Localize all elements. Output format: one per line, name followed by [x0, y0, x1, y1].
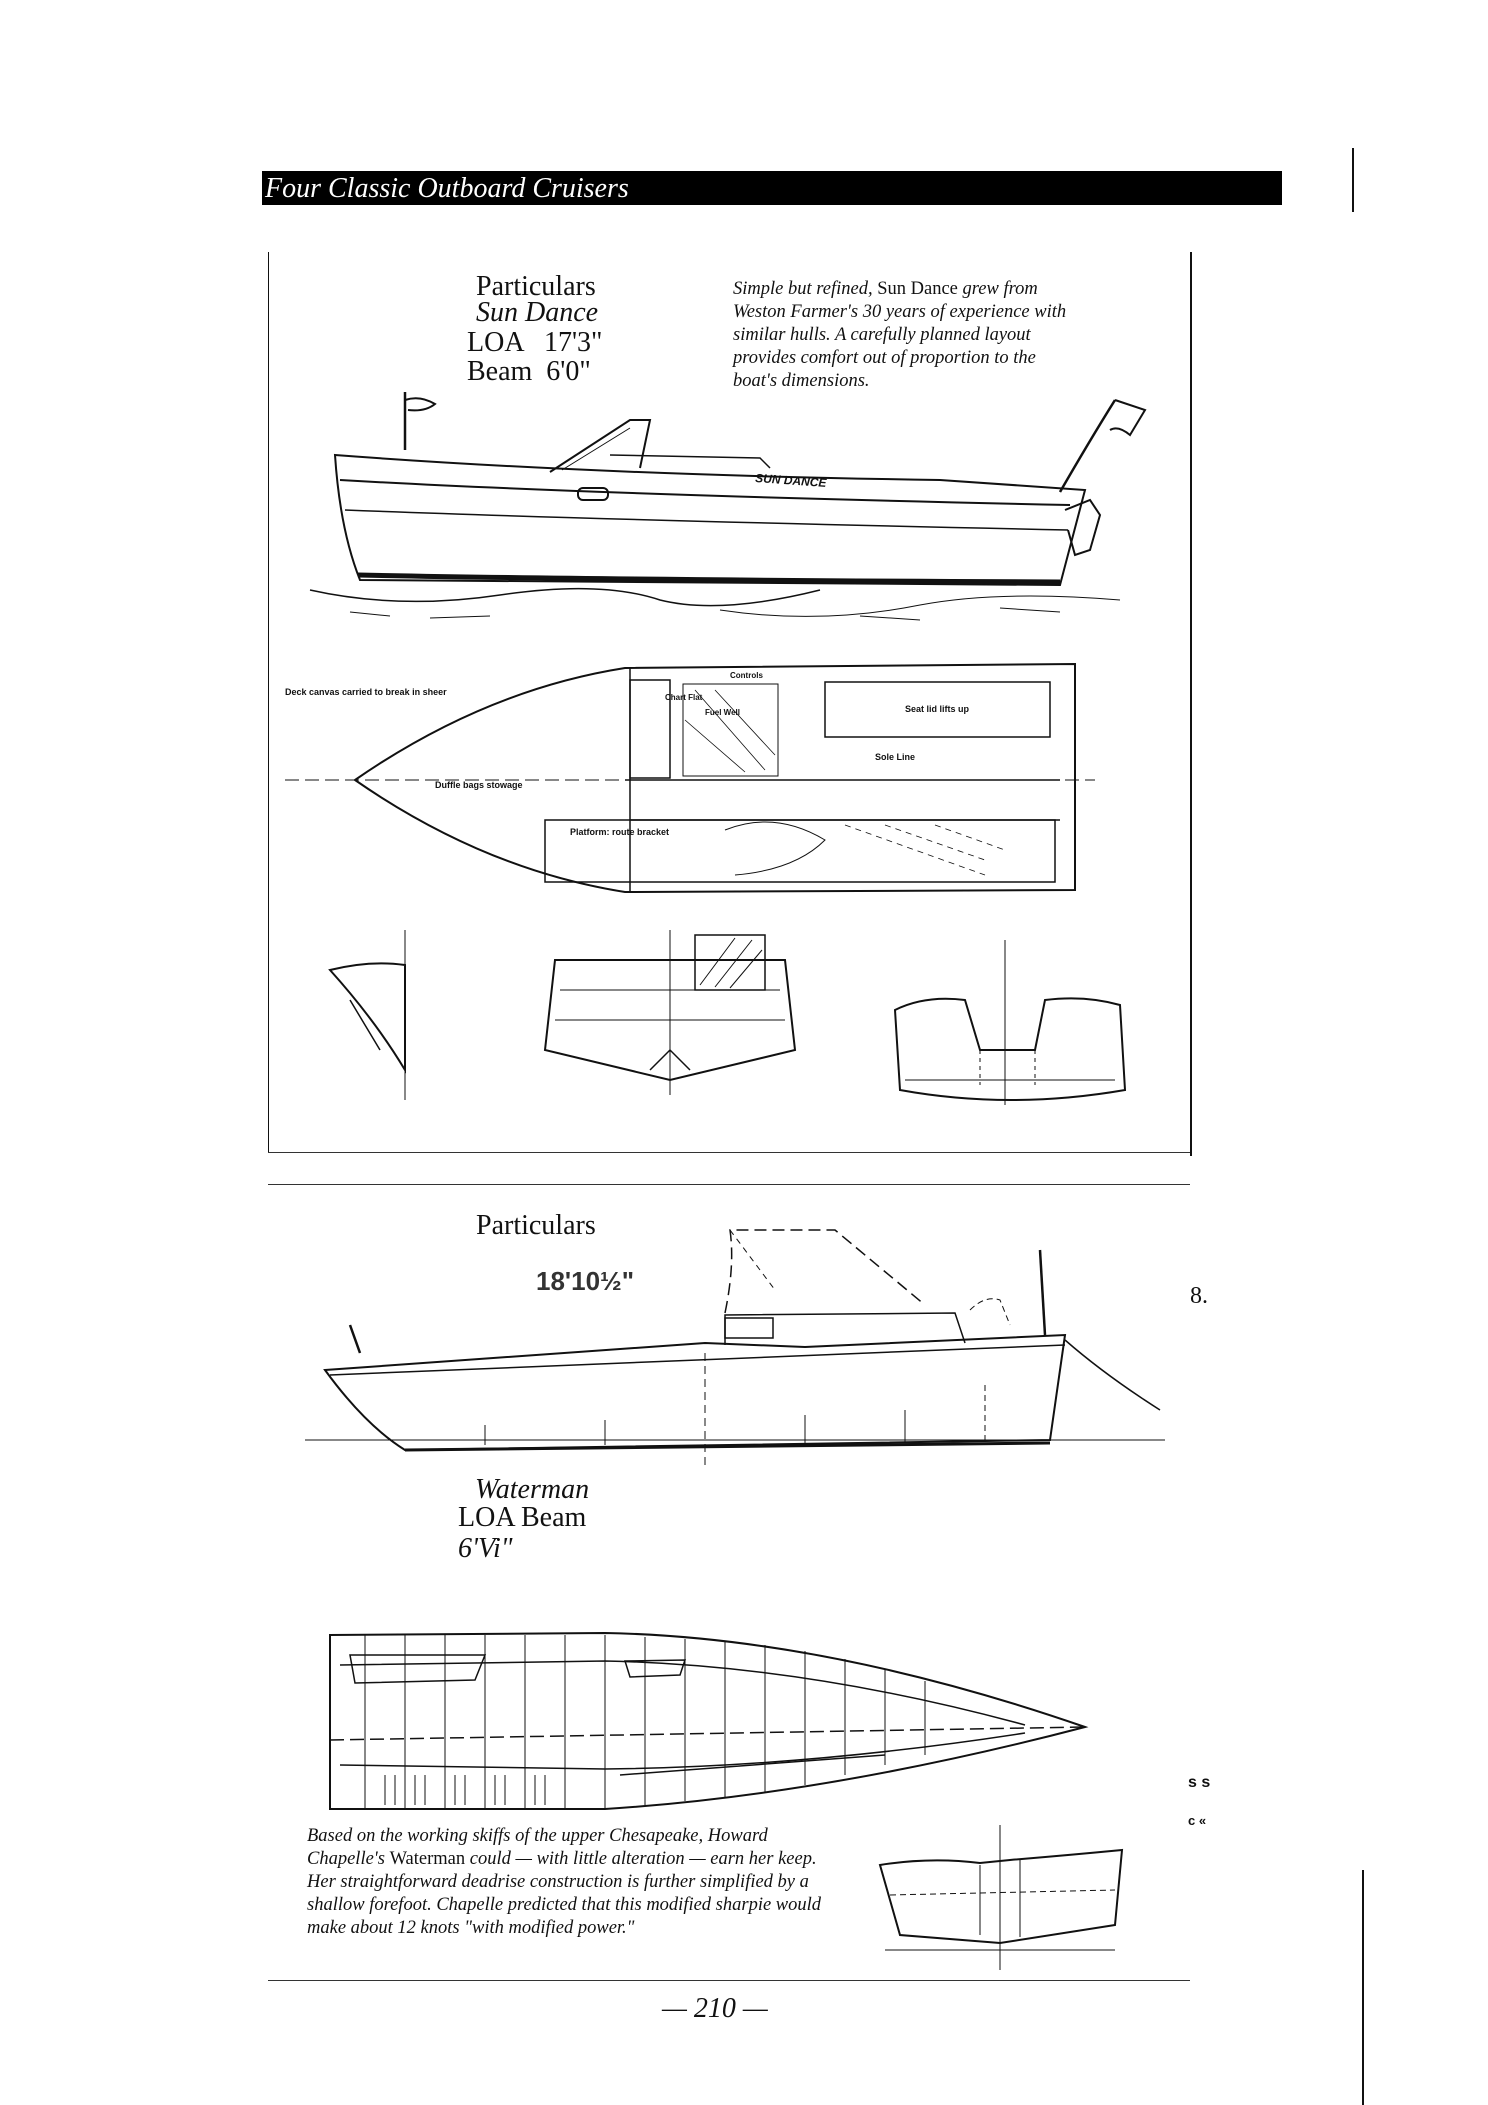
- sun-dance-chart-flat: Chart Flat: [665, 693, 703, 702]
- sun-dance-frame-left: [268, 252, 269, 1152]
- waterman-caption: Based on the working skiffs of the upper…: [307, 1825, 827, 1940]
- sun-dance-transom-section: [885, 940, 1135, 1110]
- top-right-rule: [1352, 148, 1354, 212]
- waterman-beam-value: 6'Vi": [458, 1533, 513, 1564]
- page-number: — 210 —: [662, 1993, 768, 2024]
- margin-mark-ss: s s: [1188, 1774, 1211, 1791]
- sun-dance-fuel-well: Fuel Well: [705, 708, 740, 717]
- sun-dance-caption-name: Sun Dance: [877, 279, 958, 299]
- sun-dance-caption-rest: grew from Weston Farmer's 30 years of ex…: [733, 279, 1067, 391]
- sun-dance-midship-section: [540, 930, 800, 1100]
- sun-dance-seat-lid: Seat lid lifts up: [905, 704, 970, 714]
- sun-dance-hull-lettering: SUN DANCE: [755, 471, 828, 490]
- waterman-loa-beam: LOA Beam: [458, 1502, 587, 1533]
- waterman-profile-drawing: [305, 1225, 1175, 1470]
- section-divider: [268, 1184, 1190, 1185]
- sun-dance-loa: LOA 17'3": [467, 327, 603, 358]
- waterman-section-drawing: [870, 1825, 1130, 1970]
- sun-dance-frame-bottom: [268, 1152, 1190, 1153]
- sun-dance-platform-note: Platform: route bracket: [570, 827, 669, 837]
- sun-dance-controls: Controls: [730, 671, 763, 680]
- bottom-rule: [268, 1980, 1190, 1981]
- waterman-drawing-loa-label: 18'10½": [536, 1266, 635, 1296]
- sun-dance-boat-name: Sun Dance: [476, 297, 599, 328]
- sun-dance-duffle-note: Duffle bags stowage: [435, 780, 523, 790]
- waterman-plan-drawing: [325, 1625, 1095, 1815]
- sun-dance-caption: Simple but refined, Sun Dance grew from …: [733, 278, 1068, 393]
- bottom-right-rule: [1362, 1870, 1364, 2105]
- sun-dance-deck-note: Deck canvas carried to break in sheer: [285, 687, 447, 697]
- waterman-particulars-label: Particulars: [476, 1210, 596, 1241]
- margin-mark-c: c «: [1188, 1813, 1207, 1828]
- sun-dance-particulars-label: Particulars: [476, 271, 596, 302]
- running-head: Four Classic Outboard Cruisers: [265, 173, 629, 204]
- margin-mark-8: 8.: [1190, 1283, 1208, 1309]
- running-head-bar: [262, 171, 1282, 205]
- waterman-caption-lead: Based on the working skiffs of the upper…: [307, 1826, 768, 1869]
- waterman-caption-rest: could — with little alteration — earn he…: [307, 1849, 822, 1938]
- sun-dance-plan-drawing: Deck canvas carried to break in sheer Du…: [285, 660, 1095, 910]
- sun-dance-profile-drawing: SUN DANCE: [300, 380, 1180, 640]
- sun-dance-beam: Beam 6'0": [467, 356, 591, 387]
- sun-dance-caption-lead: Simple but refined,: [733, 279, 873, 299]
- waterman-boat-name: Waterman: [475, 1474, 590, 1505]
- sun-dance-frame-right: [1190, 252, 1192, 1156]
- waterman-caption-name: Waterman: [389, 1849, 466, 1869]
- sun-dance-bow-section: [325, 930, 415, 1100]
- sun-dance-sole-line: Sole Line: [875, 752, 915, 762]
